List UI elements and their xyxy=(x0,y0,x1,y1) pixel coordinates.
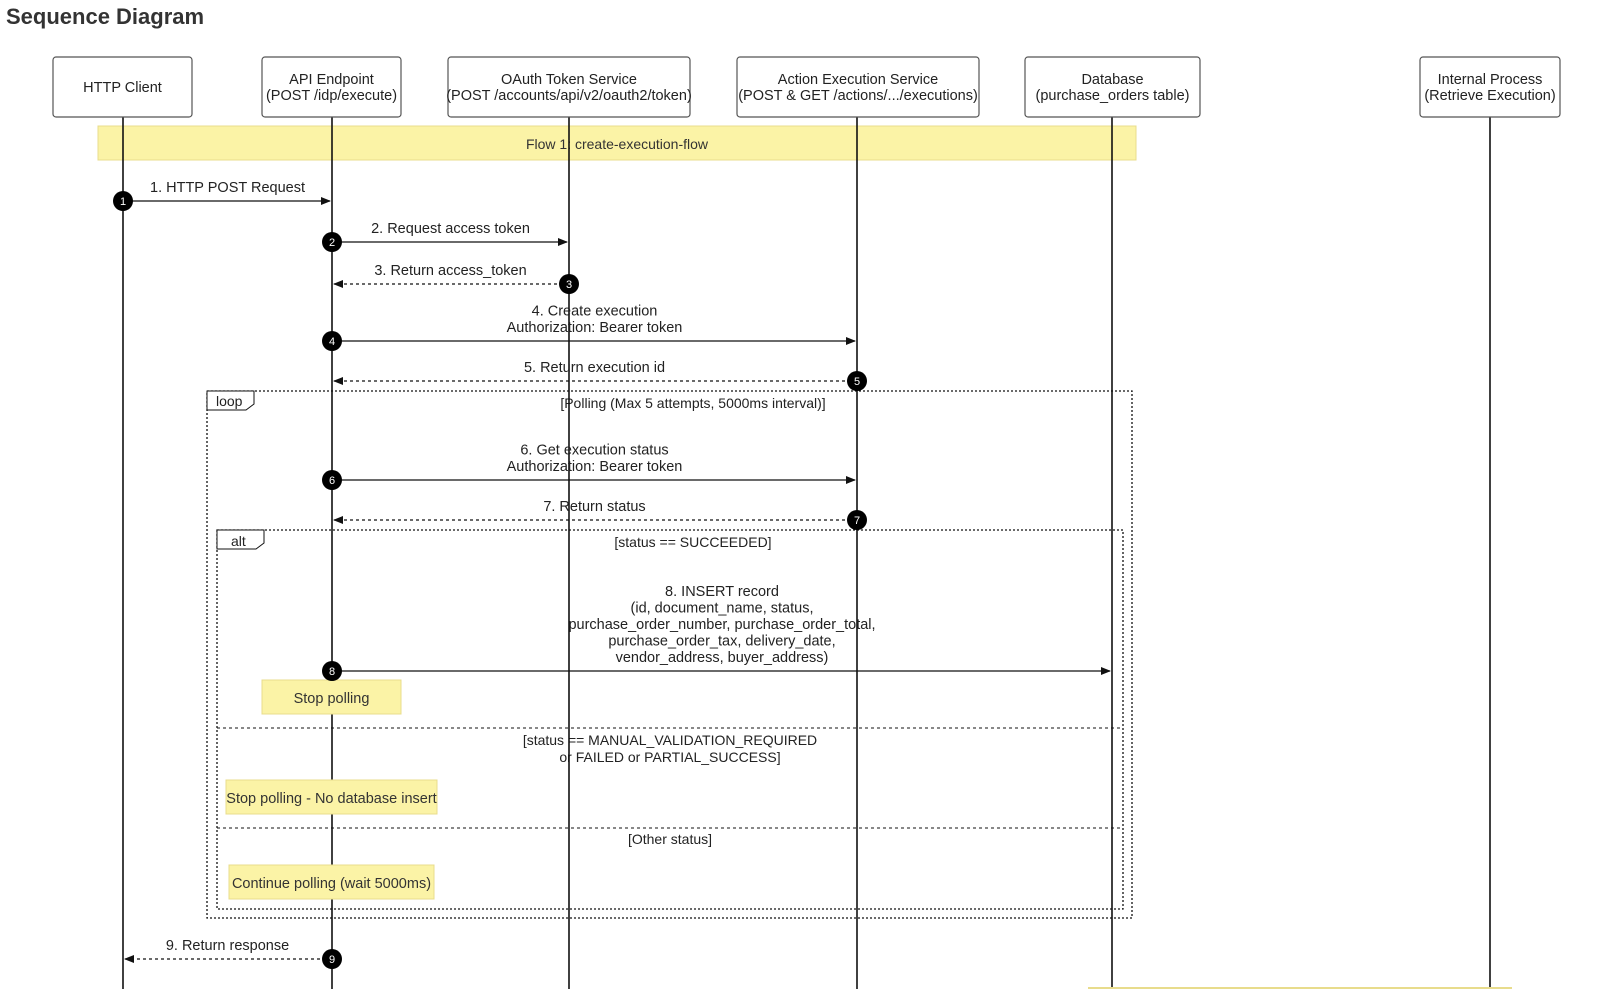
participant-box-api xyxy=(261,56,402,118)
participant-label: API Endpoint xyxy=(289,72,374,88)
participant-label: Database xyxy=(1081,72,1143,88)
message-badge-8 xyxy=(322,661,342,681)
message-badge-4 xyxy=(322,331,342,351)
participant-label: (POST /accounts/api/v2/oauth2/token) xyxy=(446,88,692,104)
flow-banner xyxy=(97,125,1137,161)
participant-label: Action Execution Service xyxy=(778,72,938,88)
participant-box-client xyxy=(52,56,193,118)
note-label: Stop polling - No database insert xyxy=(226,791,436,807)
message-badge-7 xyxy=(847,510,867,530)
message-label-8: purchase_order_tax, delivery_date, xyxy=(608,634,835,650)
message-badge-6 xyxy=(322,470,342,490)
message-label-4: 4. Create execution xyxy=(532,304,658,320)
message-label-3: 3. Return access_token xyxy=(374,263,526,279)
note-label: Continue polling (wait 5000ms) xyxy=(232,876,431,892)
participant-label: (POST & GET /actions/.../executions) xyxy=(738,88,978,104)
message-label-9: 9. Return response xyxy=(166,938,289,954)
loop-tag: loop xyxy=(216,393,243,409)
note xyxy=(261,679,402,715)
participant-box-internal xyxy=(1419,56,1561,118)
participant-label: (POST /idp/execute) xyxy=(266,88,397,104)
message-badge-number: 4 xyxy=(329,336,335,348)
message-badge-1 xyxy=(113,191,133,211)
participant-label: (Retrieve Execution) xyxy=(1424,88,1555,104)
message-badge-number: 5 xyxy=(854,376,860,388)
message-label-2: 2. Request access token xyxy=(371,221,530,237)
note-label: Stop polling xyxy=(294,691,370,707)
message-label-7: 7. Return status xyxy=(543,499,645,515)
participant-box-action xyxy=(736,56,980,118)
message-badge-number: 3 xyxy=(566,279,572,291)
message-badge-3 xyxy=(559,274,579,294)
message-label-8: (id, document_name, status, xyxy=(631,601,814,617)
participant-box-oauth xyxy=(447,56,691,118)
loop-fragment xyxy=(206,390,1133,919)
flow-banner-label: Flow 1: create-execution-flow xyxy=(526,136,709,152)
message-label-8: 8. INSERT record xyxy=(665,584,779,600)
alt-fragment xyxy=(216,529,1124,910)
message-badge-5 xyxy=(847,371,867,391)
note xyxy=(228,864,435,900)
message-label-4: Authorization: Bearer token xyxy=(507,320,683,336)
message-badge-number: 7 xyxy=(854,515,860,527)
note xyxy=(225,779,438,815)
participant-box-db xyxy=(1024,56,1201,118)
message-label-5: 5. Return execution id xyxy=(524,360,665,376)
message-badge-number: 2 xyxy=(329,237,335,249)
page-title: Sequence Diagram xyxy=(6,4,205,29)
loop-guard: [Polling (Max 5 attempts, 5000ms interva… xyxy=(560,395,825,411)
message-badge-number: 8 xyxy=(329,666,335,678)
alt-guard: [status == MANUAL_VALIDATION_REQUIRED xyxy=(523,732,817,748)
loop-tag-box xyxy=(206,390,255,411)
participant-label: HTTP Client xyxy=(83,80,162,96)
alt-tag: alt xyxy=(231,533,246,549)
message-label-8: purchase_order_number, purchase_order_to… xyxy=(568,617,875,633)
message-label-6: 6. Get execution status xyxy=(520,443,668,459)
message-badge-number: 6 xyxy=(329,475,335,487)
message-label-6: Authorization: Bearer token xyxy=(507,459,683,475)
participant-label: (purchase_orders table) xyxy=(1036,88,1190,104)
message-badge-number: 9 xyxy=(329,954,335,966)
message-label-1: 1. HTTP POST Request xyxy=(150,180,305,196)
alt-guard: or FAILED or PARTIAL_SUCCESS] xyxy=(559,749,780,765)
message-badge-number: 1 xyxy=(120,196,126,208)
alt-guard: [status == SUCCEEDED] xyxy=(614,534,771,550)
message-badge-9 xyxy=(322,949,342,969)
participant-label: Internal Process xyxy=(1438,72,1543,88)
alt-guard: [Other status] xyxy=(628,831,712,847)
alt-tag-box xyxy=(216,529,265,550)
participant-label: OAuth Token Service xyxy=(501,72,637,88)
message-badge-2 xyxy=(322,232,342,252)
message-label-8: vendor_address, buyer_address) xyxy=(616,650,829,666)
